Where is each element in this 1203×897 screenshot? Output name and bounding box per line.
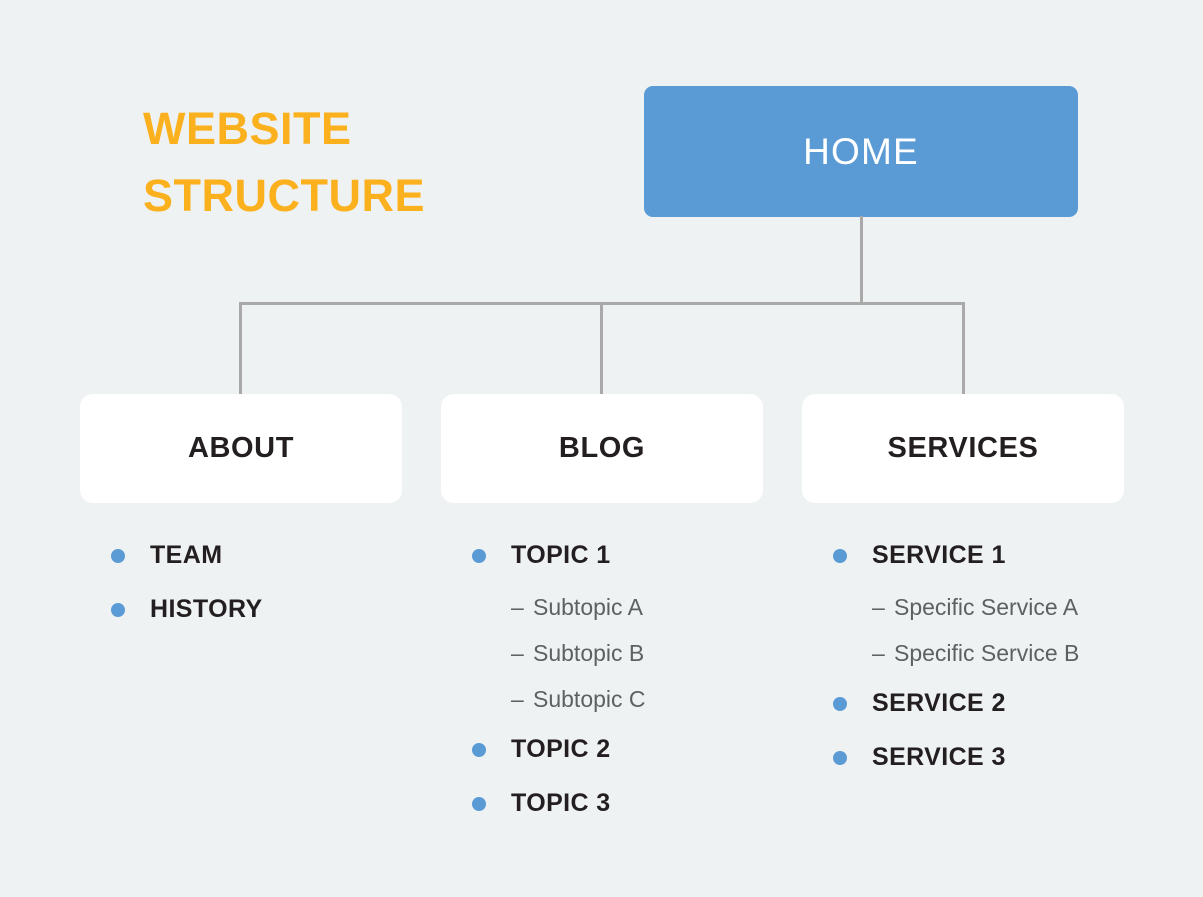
dash-icon: – [872, 640, 885, 666]
bullet-icon [833, 697, 847, 711]
dash-icon: – [511, 594, 524, 620]
list-item-label: TOPIC 1 [511, 541, 611, 569]
connector-home-stem [860, 216, 863, 305]
dash-icon: – [872, 594, 885, 620]
bullet-icon [472, 743, 486, 757]
node-home-label: HOME [803, 130, 919, 172]
node-blog[interactable]: BLOG [441, 394, 763, 503]
sublist-topic-1: – Subtopic A – Subtopic B – Subtopic C [466, 582, 796, 722]
sublist-item[interactable]: – Specific Service A [827, 584, 1177, 630]
list-item[interactable]: TOPIC 3 [466, 776, 796, 830]
node-about[interactable]: ABOUT [80, 394, 402, 503]
list-item[interactable]: TOPIC 2 [466, 722, 796, 776]
sublist-item-label: Subtopic B [533, 640, 645, 666]
title-line-2: STRUCTURE [143, 169, 425, 221]
sublist-item-label: Subtopic C [533, 686, 646, 712]
node-blog-label: BLOG [558, 432, 646, 464]
node-about-label: ABOUT [187, 432, 295, 464]
sublist-item-label: Specific Service B [894, 640, 1080, 666]
list-item[interactable]: TOPIC 1 [466, 528, 796, 582]
connector-drop-about [239, 302, 242, 396]
dash-icon: – [511, 686, 524, 712]
bullet-icon [472, 549, 486, 563]
list-item-label: HISTORY [150, 595, 263, 623]
list-blog: TOPIC 1 – Subtopic A – Subtopic B – Subt… [466, 528, 796, 830]
sublist-item[interactable]: – Subtopic C [466, 676, 796, 722]
bullet-icon [833, 751, 847, 765]
list-item-label: SERVICE 1 [872, 541, 1006, 569]
list-item[interactable]: SERVICE 1 [827, 528, 1177, 582]
node-home[interactable]: HOME [644, 86, 1078, 217]
title-line-1: WEBSITE [143, 103, 352, 154]
list-item[interactable]: SERVICE 2 [827, 676, 1177, 730]
list-item[interactable]: HISTORY [105, 582, 435, 636]
sublist-item-label: Specific Service A [894, 594, 1079, 620]
connector-drop-blog [600, 302, 603, 396]
bullet-icon [111, 549, 125, 563]
sublist-item[interactable]: – Subtopic B [466, 630, 796, 676]
sublist-service-1: – Specific Service A – Specific Service … [827, 582, 1177, 676]
sublist-item[interactable]: – Specific Service B [827, 630, 1177, 676]
connector-drop-services [962, 302, 965, 396]
list-item-label: TEAM [150, 541, 223, 569]
sublist-item[interactable]: – Subtopic A [466, 584, 796, 630]
bullet-icon [472, 797, 486, 811]
node-services[interactable]: SERVICES [802, 394, 1124, 503]
list-item[interactable]: TEAM [105, 528, 435, 582]
list-item-label: TOPIC 2 [511, 735, 611, 763]
sublist-item-label: Subtopic A [533, 594, 643, 620]
dash-icon: – [511, 640, 524, 666]
bullet-icon [833, 549, 847, 563]
list-services: SERVICE 1 – Specific Service A – Specifi… [827, 528, 1177, 784]
page-title: WEBSITE STRUCTURE [143, 96, 563, 229]
list-item-label: SERVICE 3 [872, 743, 1006, 771]
node-services-label: SERVICES [887, 432, 1039, 464]
list-item[interactable]: SERVICE 3 [827, 730, 1177, 784]
bullet-icon [111, 603, 125, 617]
list-item-label: TOPIC 3 [511, 789, 611, 817]
list-item-label: SERVICE 2 [872, 689, 1006, 717]
list-about: TEAM HISTORY [105, 528, 435, 636]
